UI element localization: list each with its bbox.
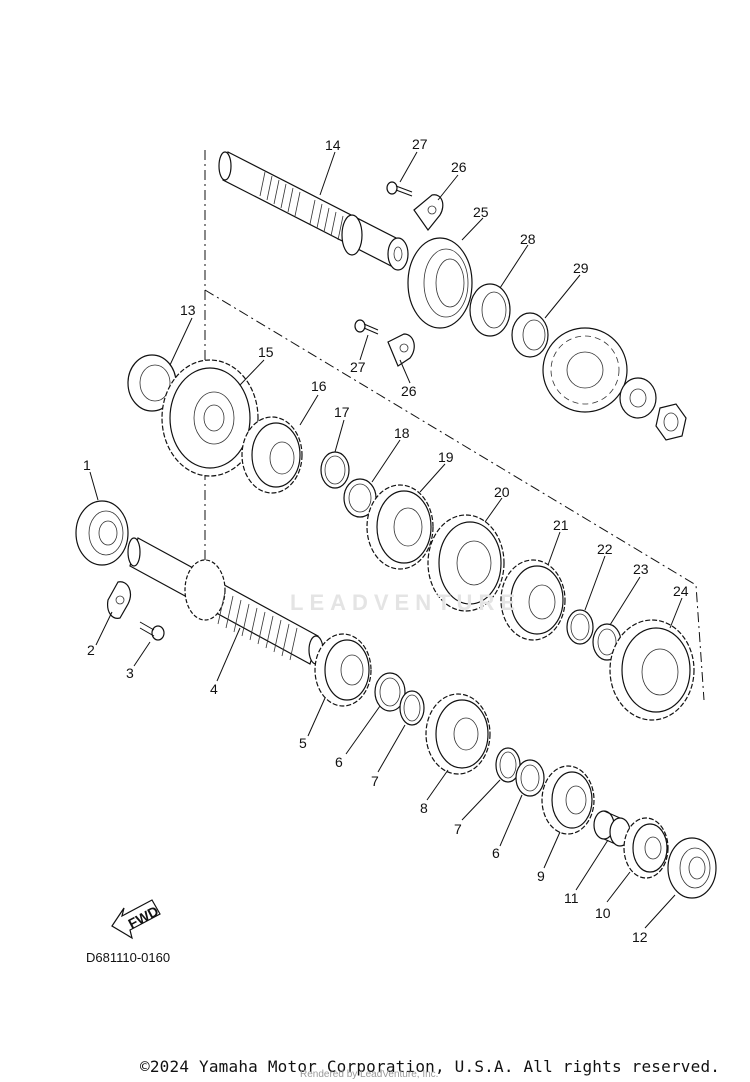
callout-23: 23 [633, 561, 649, 577]
callout-7a: 7 [371, 773, 379, 789]
plate-26-upper[interactable] [413, 194, 444, 232]
gear-8[interactable] [425, 693, 491, 775]
gear-21[interactable] [500, 559, 566, 641]
bolt-27-upper[interactable] [386, 181, 413, 197]
callout-7b: 7 [454, 821, 462, 837]
callout-26b: 26 [401, 383, 417, 399]
needle-bearing-11[interactable] [593, 810, 631, 847]
callout-27a: 27 [412, 136, 428, 152]
watermark: LEADVENTURE [290, 590, 522, 615]
gear-16[interactable] [241, 416, 303, 494]
sprocket-nut[interactable] [655, 403, 687, 441]
callout-18: 18 [394, 425, 410, 441]
circlip-17[interactable] [320, 451, 350, 489]
callout-10: 10 [595, 905, 611, 921]
callout-25: 25 [473, 204, 489, 220]
gear-15[interactable] [161, 359, 259, 477]
callout-3: 3 [126, 665, 134, 681]
gear-9[interactable] [541, 765, 595, 835]
callout-17: 17 [334, 404, 350, 420]
plate-26-lower[interactable] [387, 333, 415, 367]
callout-8: 8 [420, 800, 428, 816]
washer-18[interactable] [343, 478, 377, 518]
callout-2: 2 [87, 642, 95, 658]
callout-5: 5 [299, 735, 307, 751]
drive-axle-shaft[interactable] [127, 537, 324, 665]
callout-24: 24 [673, 583, 689, 599]
gear-5[interactable] [314, 633, 372, 707]
washer-6-upper[interactable] [374, 672, 406, 712]
drawing-code: D681110-0160 [86, 950, 171, 965]
callout-26a: 26 [451, 159, 467, 175]
lock-washer[interactable] [619, 377, 657, 419]
drive-sprocket[interactable] [542, 327, 628, 413]
callout-19: 19 [438, 449, 454, 465]
washer-6-lower[interactable] [515, 759, 545, 797]
callout-4: 4 [210, 681, 218, 697]
callout-15: 15 [258, 344, 274, 360]
bearing-1[interactable] [75, 500, 129, 566]
gear-24[interactable] [609, 619, 695, 721]
bearing-25[interactable] [407, 237, 473, 329]
callout-labels: 1 2 3 4 5 6 7 8 7 6 9 11 10 12 13 14 15 … [83, 136, 689, 945]
callout-6a: 6 [335, 754, 343, 770]
callout-6b: 6 [492, 845, 500, 861]
callout-13: 13 [180, 302, 196, 318]
gear-20[interactable] [427, 514, 505, 612]
leader-lines [89, 151, 683, 929]
callout-12: 12 [632, 929, 648, 945]
callout-9: 9 [537, 868, 545, 884]
circlip-7-upper[interactable] [399, 690, 425, 726]
rendered-by-credit: Rendered by LeadVenture, Inc. [300, 1069, 439, 1080]
callout-27b: 27 [350, 359, 366, 375]
callout-22: 22 [597, 541, 613, 557]
collar-29[interactable] [511, 312, 549, 358]
callout-1: 1 [83, 457, 91, 473]
bearing-12[interactable] [667, 837, 717, 899]
circlip-22[interactable] [566, 609, 594, 645]
callout-20: 20 [494, 484, 510, 500]
callout-29: 29 [573, 260, 589, 276]
bolt-27-lower[interactable] [354, 319, 379, 335]
callout-14: 14 [325, 137, 341, 153]
main-axle-shaft[interactable] [218, 151, 409, 271]
plate-2[interactable] [107, 581, 131, 619]
callout-16: 16 [311, 378, 327, 394]
gear-19[interactable] [366, 484, 434, 570]
bolt-3[interactable] [139, 621, 165, 641]
fwd-arrow-icon: FWD [111, 899, 161, 940]
callout-28: 28 [520, 231, 536, 247]
gear-10[interactable] [623, 817, 669, 879]
callout-11: 11 [564, 890, 579, 906]
callout-21: 21 [553, 517, 569, 533]
oil-seal-28[interactable] [469, 283, 511, 337]
copyright-notice: ©2024 Yamaha Motor Corporation, U.S.A. A… [140, 1057, 721, 1076]
